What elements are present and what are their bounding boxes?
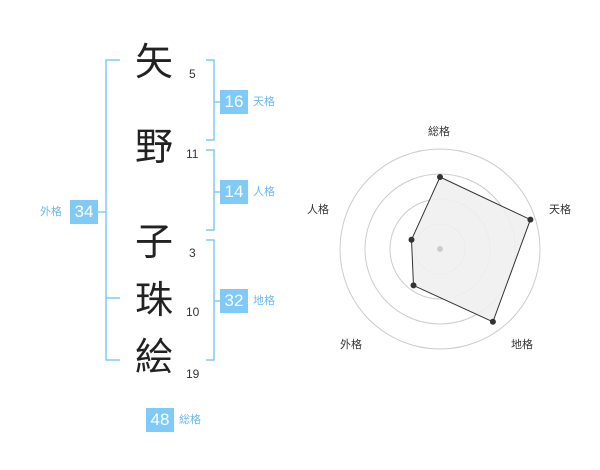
name-char-4: 珠 — [134, 278, 173, 322]
tenkaku-value: 16 — [220, 90, 248, 114]
radar-axis-label-chikaku: 地格 — [511, 338, 533, 351]
stroke-count-4: 10 — [186, 305, 200, 319]
radar-axis-label-jinkaku: 人格 — [307, 203, 329, 216]
radar-point-3 — [410, 282, 417, 289]
jinkaku-bracket — [206, 149, 215, 231]
name-char-3: 子 — [134, 220, 173, 264]
stroke-count-2: 11 — [186, 147, 199, 161]
gaikaku-label: 外格 — [40, 205, 62, 218]
jinkaku-value: 14 — [220, 180, 248, 204]
chikaku-label: 地格 — [253, 294, 275, 307]
radar-point-4 — [408, 236, 415, 243]
radar-ring-4 — [339, 148, 541, 350]
radar-point-1 — [527, 216, 534, 223]
soukaku-value: 48 — [146, 408, 174, 432]
name-char-5: 絵 — [134, 335, 173, 379]
jinkaku-label: 人格 — [253, 185, 275, 198]
radar-axis-label-soukaku: 総格 — [428, 125, 450, 138]
stroke-count-5: 19 — [186, 367, 200, 381]
stroke-count-3: 3 — [189, 246, 196, 260]
name-char-2: 野 — [134, 125, 173, 169]
radar-axis-label-tenkaku: 天格 — [549, 203, 571, 216]
radar-point-0 — [437, 174, 443, 180]
chikaku-bracket — [206, 239, 215, 361]
tenkaku-bracket — [206, 59, 215, 141]
soukaku-label: 総格 — [179, 413, 201, 426]
stroke-count-1: 5 — [189, 67, 196, 81]
radar-point-2 — [489, 318, 496, 325]
radar-axis-label-gaikaku: 外格 — [340, 338, 362, 351]
gaikaku-value: 34 — [70, 200, 98, 224]
chikaku-value: 32 — [220, 289, 248, 313]
tenkaku-label: 天格 — [253, 95, 275, 108]
radar-series-polygon — [410, 176, 532, 323]
name-char-1: 矢 — [134, 40, 173, 84]
gaikaku-bracket — [105, 59, 120, 361]
radar-center-dot — [437, 246, 443, 252]
